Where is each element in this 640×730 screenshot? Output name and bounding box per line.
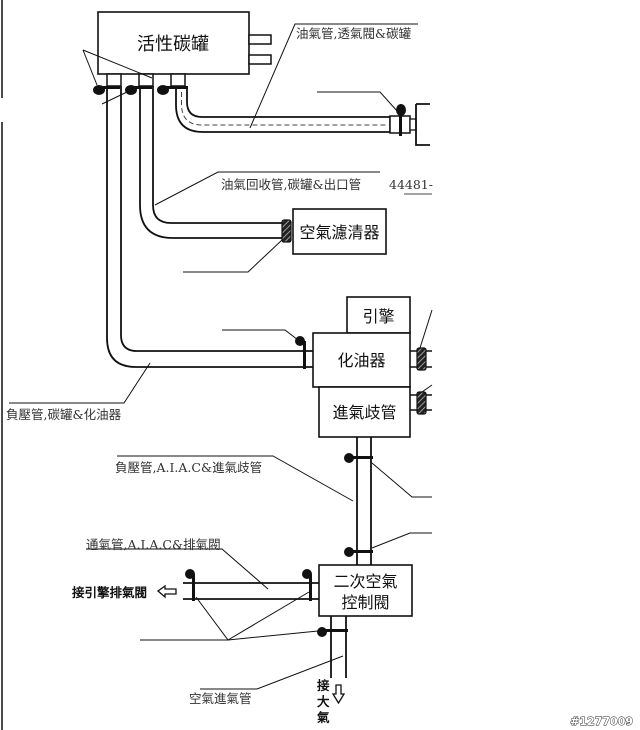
leader-lines: [9, 23, 432, 690]
clip-icon: [295, 336, 306, 369]
label-vapor-return-hose: 油氣回收管,碳罐&出口管: [221, 177, 361, 192]
clip-icon: [125, 85, 152, 95]
manifold-clamp-icon: [416, 391, 427, 415]
engine-label: 引擎: [362, 307, 394, 326]
clip-icon: [302, 569, 312, 601]
label-to-atmosphere-1: 接: [317, 678, 330, 693]
watermark: #1277009: [570, 715, 633, 728]
canister-port-upper: [248, 34, 272, 45]
clip-icon: [157, 85, 188, 95]
aiac-valve: 二次空氣 控制閥: [318, 564, 413, 617]
clip-icon: [317, 627, 348, 637]
clip-icon: [344, 453, 373, 463]
label-air-inlet-hose: 空氣進氣管: [189, 691, 252, 706]
canister-nipple-3: [170, 73, 186, 87]
clip-icon: [344, 547, 373, 557]
air-cleaner-box: [292, 208, 387, 255]
label-to-exhaust-valve: 接引擎排氣閥: [72, 585, 147, 600]
canister: 活性碳罐: [97, 11, 272, 87]
vapor-return-hose: [139, 86, 283, 239]
label-fuel-vapor-hose: 油氣管,透氣閥&碳罐: [296, 26, 412, 41]
canister-nipple-1: [106, 73, 122, 87]
label-vacuum-hose-carb: 負壓管,碳罐&化油器: [6, 407, 122, 422]
clip-icon: [396, 104, 406, 136]
vent-hose: [183, 582, 319, 600]
vacuum-hose-carb: [106, 86, 313, 368]
air-cleaner-clamp-icon: [281, 219, 292, 243]
breather-valve-edge: [415, 103, 430, 146]
fuel-vapor-hose: [175, 86, 430, 146]
label-to-atmosphere-2: 大: [317, 694, 330, 709]
label-part-number: 44481-: [389, 177, 433, 192]
engine-box: [346, 296, 411, 334]
label-to-atmosphere-3: 氣: [317, 710, 330, 725]
air-cleaner: 空氣濾清器: [281, 208, 387, 255]
clip-icon: [93, 85, 120, 95]
canister-box: [97, 11, 250, 75]
carb-clamp-icon: [416, 347, 427, 371]
intake-manifold-box: [318, 386, 411, 438]
canister-label: 活性碳罐: [137, 34, 209, 55]
intake-manifold-label: 進氣歧管: [332, 403, 396, 422]
air-inlet-hose: [330, 616, 347, 678]
label-vent-hose: 通氣管,A.I.A.C&排氣閥: [86, 537, 221, 552]
engine-assembly: 引擎 化油器 進氣歧管: [312, 296, 433, 438]
arrow-left-icon: [156, 584, 177, 599]
carburetor-label: 化油器: [337, 351, 385, 370]
aiac-label-line2: 控制閥: [341, 593, 389, 612]
clip-icon: [185, 569, 195, 601]
arrow-down-icon: [331, 684, 346, 705]
aiac-box: [318, 564, 413, 617]
canister-port-lower: [248, 54, 272, 65]
hose-clips: [93, 85, 406, 637]
carburetor-box: [312, 332, 411, 388]
label-vacuum-hose-manifold: 負壓管,A.I.A.C&進氣歧管: [115, 460, 262, 475]
air-cleaner-label: 空氣濾清器: [299, 223, 379, 242]
aiac-label-line1: 二次空氣: [333, 572, 397, 591]
